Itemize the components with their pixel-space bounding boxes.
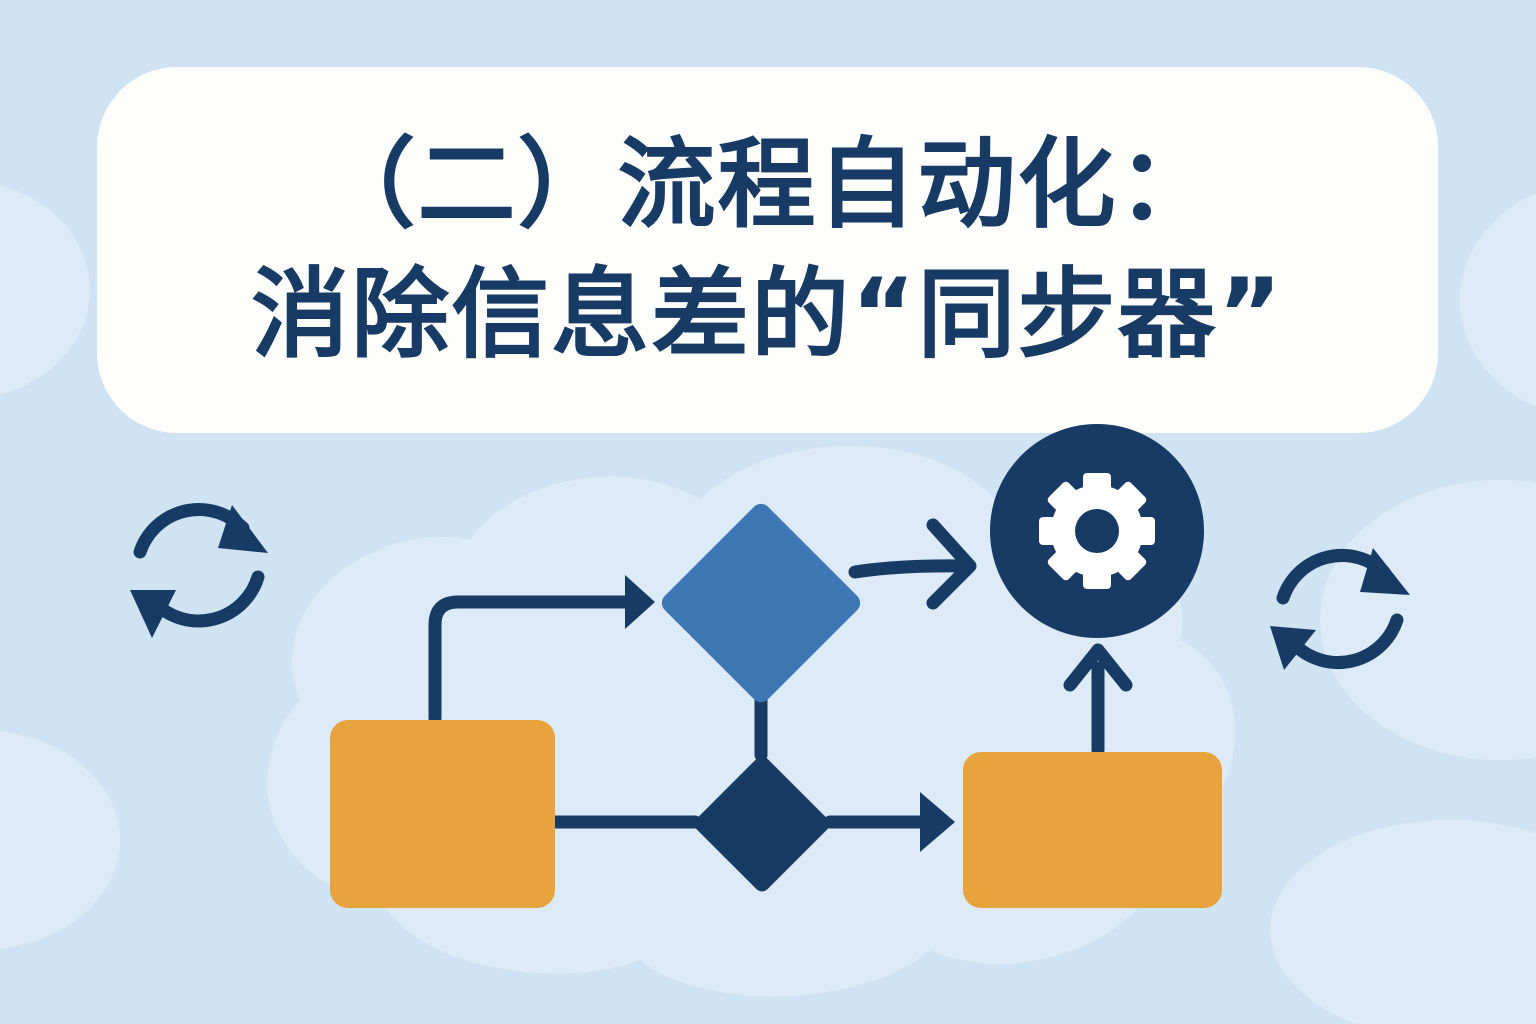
gear-icon — [990, 424, 1204, 638]
cloud-right-bottom — [1270, 820, 1536, 1024]
refresh-arrowhead-left-top — [218, 505, 268, 553]
arrowhead-to-diamond — [625, 575, 655, 629]
decision-diamond-large — [661, 503, 861, 703]
refresh-arrowhead-right-top — [1360, 548, 1410, 595]
title-line-2: 消除信息差的“同步器” — [251, 258, 1284, 372]
refresh-arrowhead-right-bottom — [1270, 626, 1316, 670]
title-line-1: （二）流程自动化： — [317, 128, 1218, 242]
cloud-right — [1460, 193, 1536, 407]
connector-box-to-diamond — [428, 595, 637, 725]
arrowhead-up-to-gear — [1063, 643, 1133, 692]
connector-diamond-to-gear — [848, 559, 972, 579]
arrowhead-to-gear — [926, 518, 977, 610]
decision-diamond-small — [694, 756, 830, 892]
cloud-left — [0, 185, 90, 395]
arrowhead-to-right-box — [920, 792, 955, 852]
cloud-left-bottom — [0, 731, 120, 949]
process-box-left — [330, 720, 555, 908]
title-card: （二）流程自动化： 消除信息差的“同步器” — [97, 67, 1438, 433]
refresh-arrowhead-left-bottom — [130, 590, 176, 638]
process-box-right — [963, 752, 1222, 908]
